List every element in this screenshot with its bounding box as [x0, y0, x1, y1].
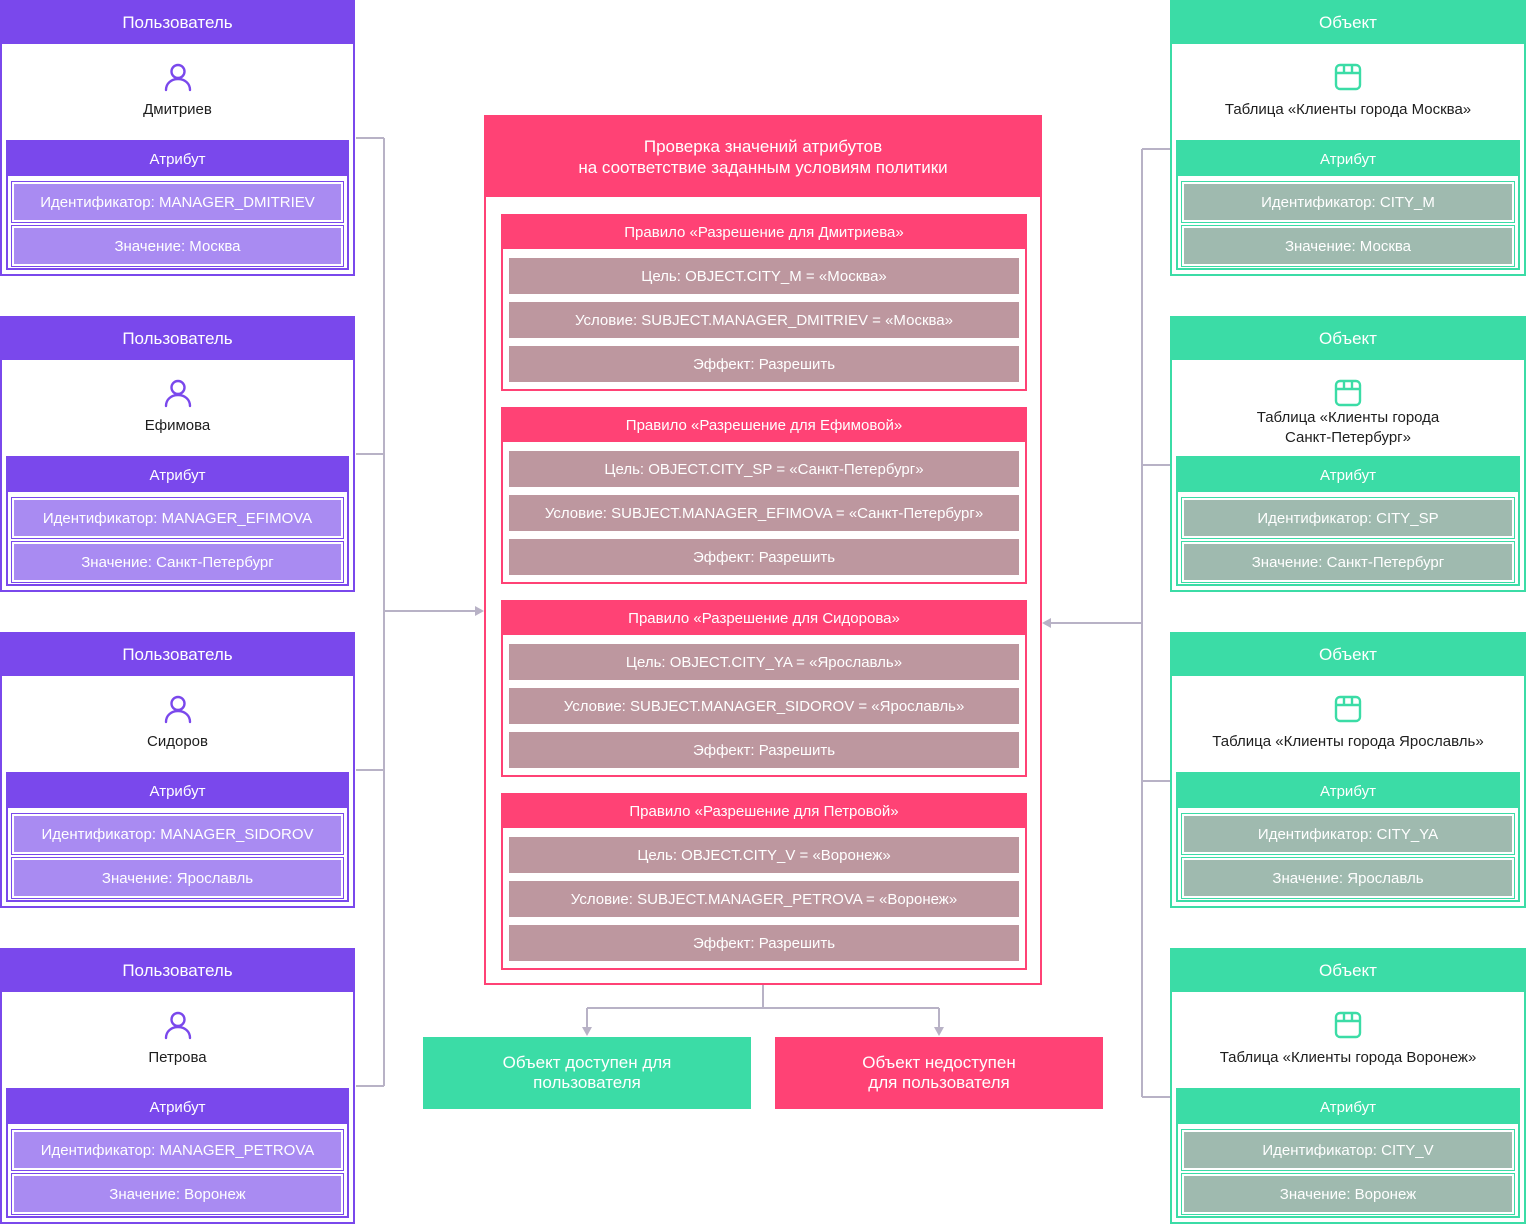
rule-title: Правило «Разрешение для Петровой» [503, 795, 1025, 828]
attribute-header: Атрибут [1178, 142, 1518, 176]
user-card: Пользователь Ефимова Атрибут Идентификат… [0, 316, 355, 592]
object-name: Таблица «Клиенты города Ярославль» [1212, 733, 1484, 750]
attribute-header: Атрибут [8, 774, 347, 808]
attribute-header: Атрибут [1178, 1090, 1518, 1124]
arrowhead-down [934, 1027, 944, 1036]
attribute-value: Значение: Москва [11, 225, 344, 267]
table-icon [1172, 62, 1524, 92]
rule-title: Правило «Разрешение для Сидорова» [503, 602, 1025, 635]
attribute-value: Значение: Воронеж [11, 1173, 344, 1215]
arrowhead-left [1042, 618, 1051, 628]
attribute-value: Значение: Ярославль [1181, 857, 1515, 899]
card-header: Пользователь [2, 950, 353, 992]
table-icon [1172, 1010, 1524, 1040]
attribute-box: Атрибут Идентификатор: CITY_SP Значение:… [1176, 456, 1520, 586]
user-icon [2, 378, 353, 408]
attribute-id: Идентификатор: MANAGER_DMITRIEV [11, 181, 344, 223]
policy-rule: Правило «Разрешение для Дмитриева» Цель:… [501, 214, 1027, 391]
attribute-id: Идентификатор: MANAGER_EFIMOVA [11, 497, 344, 539]
user-card: Пользователь Петрова Атрибут Идентификат… [0, 948, 355, 1224]
attribute-box: Атрибут Идентификатор: CITY_M Значение: … [1176, 140, 1520, 270]
object-name: Таблица «Клиенты города Москва» [1224, 101, 1472, 118]
user-name: Ефимова [144, 417, 211, 434]
user-icon [2, 1010, 353, 1040]
table-icon [1172, 378, 1524, 408]
attribute-box: Атрибут Идентификатор: MANAGER_PETROVA З… [6, 1088, 349, 1218]
attribute-box: Атрибут Идентификатор: MANAGER_DMITRIEV … [6, 140, 349, 270]
user-card: Пользователь Сидоров Атрибут Идентификат… [0, 632, 355, 908]
attribute-id: Идентификатор: MANAGER_SIDOROV [11, 813, 344, 855]
attribute-header: Атрибут [8, 458, 347, 492]
attribute-box: Атрибут Идентификатор: MANAGER_SIDOROV З… [6, 772, 349, 902]
object-name: Таблица «Клиенты города Санкт-Петербург» [1256, 409, 1440, 446]
rule-target: Цель: OBJECT.CITY_YA = «Ярославль» [509, 644, 1019, 680]
object-name: Таблица «Клиенты города Воронеж» [1219, 1049, 1477, 1066]
policy-check-box: Проверка значений атрибутов на соответст… [484, 115, 1042, 985]
result-allowed: Объект доступен для пользователя [423, 1037, 751, 1109]
attribute-value: Значение: Воронеж [1181, 1173, 1515, 1215]
attribute-header: Атрибут [1178, 458, 1518, 492]
rule-title: Правило «Разрешение для Дмитриева» [503, 216, 1025, 249]
card-header: Объект [1172, 950, 1524, 992]
attribute-value: Значение: Санкт-Петербург [1181, 541, 1515, 583]
card-header: Пользователь [2, 2, 353, 44]
attribute-box: Атрибут Идентификатор: CITY_V Значение: … [1176, 1088, 1520, 1218]
attribute-id: Идентификатор: CITY_YA [1181, 813, 1515, 855]
rule-effect: Эффект: Разрешить [509, 539, 1019, 575]
attribute-id: Идентификатор: CITY_M [1181, 181, 1515, 223]
attribute-value: Значение: Санкт-Петербург [11, 541, 344, 583]
object-card: Объект Таблица «Клиенты города Санкт-Пет… [1170, 316, 1526, 592]
user-name: Дмитриев [143, 101, 212, 118]
rule-target: Цель: OBJECT.CITY_M = «Москва» [509, 258, 1019, 294]
object-card: Объект Таблица «Клиенты города Москва» А… [1170, 0, 1526, 276]
user-name: Сидоров [147, 733, 208, 750]
rule-condition: Условие: SUBJECT.MANAGER_DMITRIEV = «Мос… [509, 302, 1019, 338]
rule-condition: Условие: SUBJECT.MANAGER_EFIMOVA = «Санк… [509, 495, 1019, 531]
policy-title: Проверка значений атрибутов на соответст… [486, 117, 1040, 197]
attribute-box: Атрибут Идентификатор: MANAGER_EFIMOVA З… [6, 456, 349, 586]
attribute-header: Атрибут [8, 1090, 347, 1124]
user-icon [2, 694, 353, 724]
rule-target: Цель: OBJECT.CITY_SP = «Санкт-Петербург» [509, 451, 1019, 487]
rule-effect: Эффект: Разрешить [509, 925, 1019, 961]
rule-condition: Условие: SUBJECT.MANAGER_PETROVA = «Воро… [509, 881, 1019, 917]
attribute-id: Идентификатор: CITY_SP [1181, 497, 1515, 539]
card-header: Пользователь [2, 634, 353, 676]
attribute-header: Атрибут [8, 142, 347, 176]
user-name: Петрова [148, 1049, 207, 1066]
rule-effect: Эффект: Разрешить [509, 732, 1019, 768]
card-header: Объект [1172, 2, 1524, 44]
user-card: Пользователь Дмитриев Атрибут Идентифика… [0, 0, 355, 276]
attribute-value: Значение: Москва [1181, 225, 1515, 267]
policy-rule: Правило «Разрешение для Сидорова» Цель: … [501, 600, 1027, 777]
rule-title: Правило «Разрешение для Ефимовой» [503, 409, 1025, 442]
policy-rule: Правило «Разрешение для Ефимовой» Цель: … [501, 407, 1027, 584]
attribute-box: Атрибут Идентификатор: CITY_YA Значение:… [1176, 772, 1520, 902]
attribute-header: Атрибут [1178, 774, 1518, 808]
arrowhead-right [475, 606, 484, 616]
attribute-id: Идентификатор: MANAGER_PETROVA [11, 1129, 344, 1171]
result-denied: Объект недоступен для пользователя [775, 1037, 1103, 1109]
table-icon [1172, 694, 1524, 724]
card-header: Объект [1172, 318, 1524, 360]
attribute-value: Значение: Ярославль [11, 857, 344, 899]
rule-target: Цель: OBJECT.CITY_V = «Воронеж» [509, 837, 1019, 873]
card-header: Объект [1172, 634, 1524, 676]
arrowhead-down [582, 1027, 592, 1036]
rule-condition: Условие: SUBJECT.MANAGER_SIDOROV = «Ярос… [509, 688, 1019, 724]
attribute-id: Идентификатор: CITY_V [1181, 1129, 1515, 1171]
object-card: Объект Таблица «Клиенты города Ярославль… [1170, 632, 1526, 908]
policy-rule: Правило «Разрешение для Петровой» Цель: … [501, 793, 1027, 970]
object-card: Объект Таблица «Клиенты города Воронеж» … [1170, 948, 1526, 1224]
user-icon [2, 62, 353, 92]
card-header: Пользователь [2, 318, 353, 360]
rule-effect: Эффект: Разрешить [509, 346, 1019, 382]
